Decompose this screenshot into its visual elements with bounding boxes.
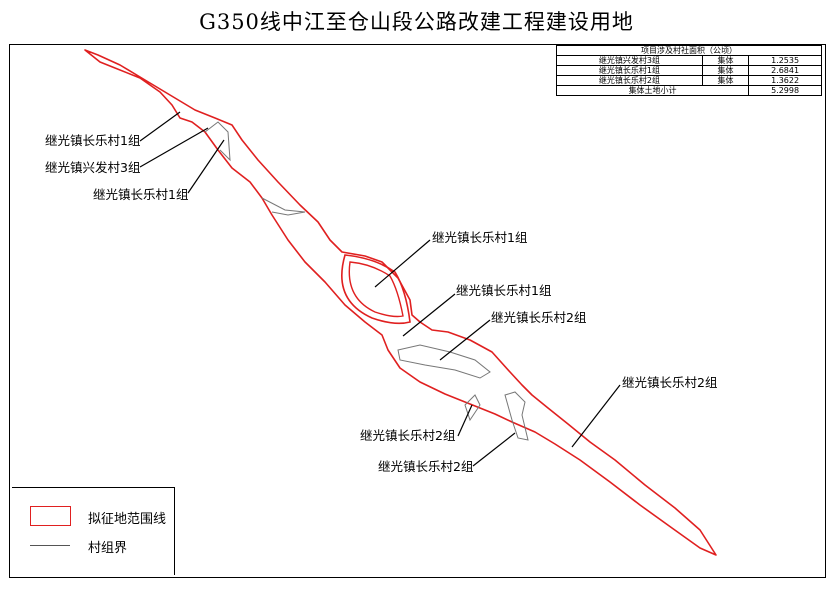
- leader-line-1: [139, 111, 181, 142]
- map-label: 继光镇长乐村1组: [93, 187, 189, 202]
- acquisition-loop-inner: [348, 261, 404, 318]
- map-label: 继光镇长乐村2组: [491, 310, 587, 325]
- legend-boundary-swatch: [30, 506, 71, 526]
- leader-line-6: [439, 319, 491, 361]
- village-boundary-5: [504, 391, 529, 441]
- leader-line-5: [402, 293, 456, 337]
- map-title: G350线中江至仓山段公路改建工程建设用地: [199, 10, 634, 34]
- table-row-subtotal: 集体土地小计 5.2998: [555, 85, 822, 96]
- village-boundary-3: [397, 344, 491, 379]
- leader-line-7: [457, 404, 473, 437]
- table-row: 继光镇兴发村3组 集体 1.2535: [556, 55, 822, 66]
- map-label: 继光镇长乐村1组: [456, 283, 552, 298]
- acquisition-boundary: [84, 49, 717, 556]
- leader-line-2: [139, 127, 209, 168]
- leader-line-4: [374, 239, 431, 288]
- legend-boundary-label: 拟征地范围线: [88, 512, 167, 527]
- leader-line-8: [472, 432, 516, 467]
- acquisition-loop: [341, 254, 411, 325]
- map-label: 继光镇长乐村2组: [378, 459, 474, 474]
- map-label: 继光镇长乐村2组: [360, 428, 456, 443]
- map-label: 继光镇长乐村1组: [432, 230, 528, 245]
- map-label: 继光镇长乐村2组: [622, 375, 718, 390]
- village-boundary-4: [464, 394, 481, 422]
- leader-line-3: [187, 139, 225, 194]
- area-table-header: 项目涉及村社面积（公顷）: [556, 45, 822, 56]
- map-frame: [9, 44, 826, 578]
- map-label: 继光镇长乐村1组: [45, 133, 141, 148]
- leader-line-9: [571, 384, 621, 448]
- map-label: 继光镇兴发村3组: [45, 160, 141, 175]
- legend: 拟征地范围线 村组界: [12, 487, 175, 575]
- table-row: 继光镇长乐村1组 集体 2.6841: [556, 65, 822, 76]
- area-table: 项目涉及村社面积（公顷） 继光镇兴发村3组 集体 1.2535 继光镇长乐村1组…: [555, 45, 822, 96]
- village-boundary-1: [204, 121, 231, 162]
- legend-village-swatch: [30, 545, 70, 546]
- legend-village-label: 村组界: [88, 541, 128, 556]
- village-boundary-2: [261, 197, 306, 216]
- table-row: 继光镇长乐村2组 集体 1.3622: [556, 75, 822, 86]
